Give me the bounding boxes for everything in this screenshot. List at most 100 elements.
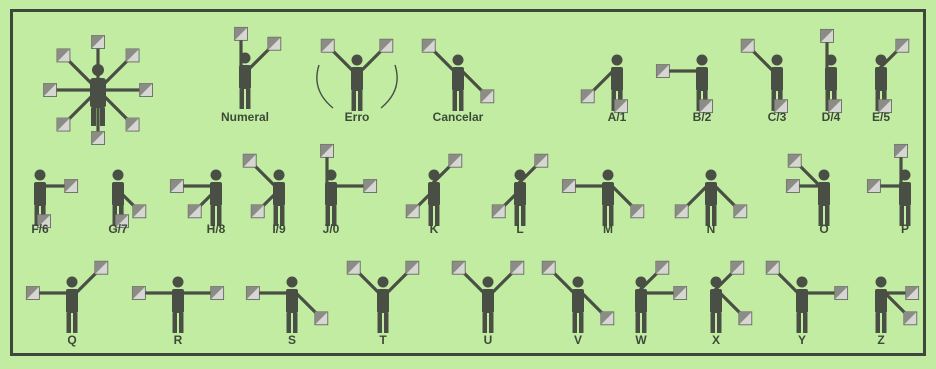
left-flag-icon: [380, 39, 393, 52]
right-flag-icon: [656, 261, 669, 274]
signal-figure-h8: [170, 170, 222, 227]
signal-label-o: O: [819, 222, 828, 236]
right-flag-icon: [133, 205, 146, 218]
right-arm: [593, 71, 613, 91]
signal-figure-j0: [321, 144, 377, 226]
head: [67, 277, 78, 288]
left-leg: [483, 313, 488, 333]
signal-figure-p: [867, 144, 911, 226]
signal-figure-w: [635, 261, 687, 333]
signal-figure-y: [766, 261, 847, 333]
left-flag-icon: [95, 261, 108, 274]
right-flag-icon: [452, 261, 465, 274]
right-flag-icon: [581, 90, 594, 103]
right-arm: [800, 166, 820, 186]
right-arm: [778, 273, 798, 293]
left-arm: [720, 293, 740, 313]
signal-label-g7: G/7: [108, 222, 127, 236]
head: [92, 64, 104, 76]
right-arm: [333, 51, 353, 71]
head: [603, 170, 614, 181]
signal-figure-q: [26, 261, 107, 333]
right-leg: [489, 313, 494, 333]
right-flag-icon: [170, 180, 183, 193]
signal-label-d4: D/4: [822, 110, 841, 124]
signal-figure-b2: [656, 55, 712, 113]
right-arm: [434, 51, 454, 71]
signal-figure-f6: [34, 170, 78, 228]
signal-figure-k: [406, 154, 462, 226]
signal-label-m: M: [603, 222, 613, 236]
signal-figure-rest: [44, 36, 153, 145]
left-flag-icon: [492, 205, 505, 218]
signal-figure-x: [710, 261, 752, 333]
left-leg: [240, 89, 245, 109]
signal-label-h8: H/8: [207, 222, 226, 236]
left-flag-icon: [511, 261, 524, 274]
signal-label-z: Z: [877, 333, 884, 347]
right-flag-icon: [246, 287, 259, 300]
signal-figure-o: [786, 154, 830, 226]
position-flag-icon: [126, 49, 139, 62]
signal-figure-l: [492, 154, 548, 226]
signal-label-i9: I/9: [272, 222, 285, 236]
signal-label-n: N: [707, 222, 716, 236]
position-flag-icon: [92, 36, 105, 49]
head: [211, 170, 222, 181]
right-arm: [464, 273, 484, 293]
right-arm: [687, 186, 707, 206]
right-leg: [882, 313, 887, 333]
signal-label-b2: B/2: [693, 110, 712, 124]
left-flag-icon: [251, 205, 264, 218]
left-flag-icon: [406, 261, 419, 274]
signal-label-a1: A/1: [608, 110, 627, 124]
left-arm: [462, 71, 482, 91]
head: [483, 277, 494, 288]
head: [287, 277, 298, 288]
left-arm: [387, 273, 407, 293]
signal-figure-cancelar: [422, 39, 494, 111]
signal-figure-u: [452, 261, 524, 333]
left-leg: [453, 91, 458, 111]
right-flag-icon: [821, 29, 834, 42]
right-flag-icon: [741, 39, 754, 52]
right-flag-icon: [26, 287, 39, 300]
left-flag-icon: [835, 287, 848, 300]
left-flag-icon: [315, 312, 328, 325]
left-arm: [715, 186, 735, 206]
right-flag-icon: [542, 261, 555, 274]
left-flag-icon: [786, 180, 799, 193]
signal-figure-g7: [112, 170, 146, 228]
head: [274, 170, 285, 181]
right-flag-icon: [656, 65, 669, 78]
left-leg: [91, 108, 96, 126]
right-flag-icon: [65, 180, 78, 193]
right-leg: [384, 313, 389, 333]
right-flag-icon: [132, 287, 145, 300]
right-leg: [642, 313, 647, 333]
left-leg: [876, 313, 881, 333]
head: [173, 277, 184, 288]
signal-figure-t: [347, 261, 419, 333]
right-flag-icon: [896, 39, 909, 52]
left-arm: [612, 186, 632, 206]
head: [797, 277, 808, 288]
signal-figure-a1: [581, 55, 627, 113]
position-flag-icon: [140, 84, 153, 97]
signal-figure-numeral: [235, 27, 281, 109]
head: [876, 277, 887, 288]
signal-figure-erro: [321, 39, 393, 111]
head: [573, 277, 584, 288]
signal-label-v: V: [574, 333, 582, 347]
signal-label-u: U: [484, 333, 493, 347]
left-flag-icon: [867, 180, 880, 193]
right-arm: [255, 166, 275, 186]
signal-figure-c3: [741, 39, 787, 112]
right-arm: [753, 51, 773, 71]
head: [35, 170, 46, 181]
signal-label-y: Y: [798, 333, 806, 347]
right-leg: [293, 313, 298, 333]
right-flag-icon: [321, 39, 334, 52]
